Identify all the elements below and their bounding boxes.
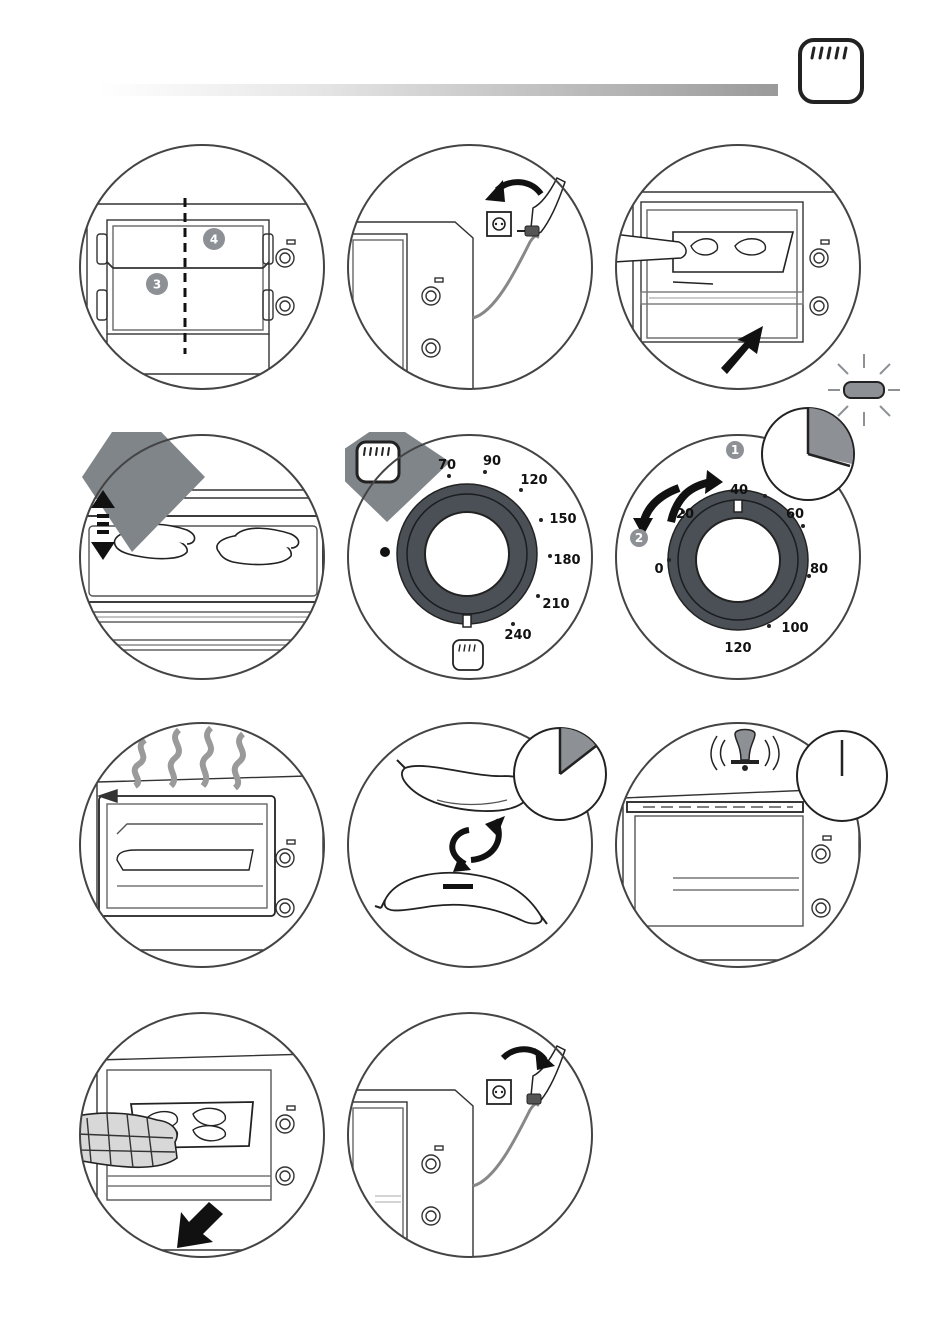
header-gradient-bar: [98, 84, 778, 96]
panel-tray-height: [77, 432, 327, 682]
hand-with-plug-icon: [527, 1046, 565, 1104]
panel-shelf-positions: 4 3: [77, 142, 327, 392]
panel-plug-in: [345, 142, 595, 392]
hand-with-plug-icon: [517, 178, 565, 236]
sausage-icon: [375, 873, 547, 924]
indicator-light-icon: [826, 352, 902, 428]
panel-temperature-dial: 70 90 120 150 180 210 240: [345, 432, 595, 682]
bell-ringing-icon: [711, 730, 779, 772]
wall-socket-icon: [487, 212, 511, 236]
temp-label-120: 120: [520, 473, 547, 488]
rotate-arrows-icon: [452, 816, 505, 872]
temp-label-240: 240: [504, 628, 531, 643]
temp-label-150: 150: [549, 512, 576, 527]
temp-label-210: 210: [542, 597, 569, 612]
knob-indicator: [734, 500, 742, 512]
panel-preheat: [77, 720, 327, 970]
oven-mode-icon: [796, 36, 866, 106]
timer-label-100: 100: [781, 621, 808, 636]
wall-socket-icon: [487, 1080, 511, 1104]
step-number: 1: [731, 443, 739, 457]
oven-mitt-icon: [77, 1113, 177, 1168]
shelf-number-high: 4: [210, 233, 218, 247]
shelf-number-low: 3: [153, 278, 161, 292]
timer-label-120: 120: [724, 641, 751, 656]
temp-label-180: 180: [553, 553, 580, 568]
clock-eighth-icon: [510, 724, 610, 824]
off-dot: [380, 547, 390, 557]
timer-label-40: 40: [730, 483, 748, 498]
panel-unplug: [345, 1010, 595, 1260]
oven-mode-icon: [453, 640, 483, 670]
panel-remove-tray: [77, 1010, 327, 1260]
temp-label-70: 70: [438, 458, 456, 473]
knob-indicator: [463, 615, 471, 627]
step-number: 2: [635, 531, 643, 545]
temp-label-90: 90: [483, 454, 501, 469]
timer-label-80: 80: [810, 562, 828, 577]
clock-zero-icon: [794, 726, 890, 826]
timer-label-0: 0: [654, 562, 663, 577]
timer-label-60: 60: [786, 507, 804, 522]
